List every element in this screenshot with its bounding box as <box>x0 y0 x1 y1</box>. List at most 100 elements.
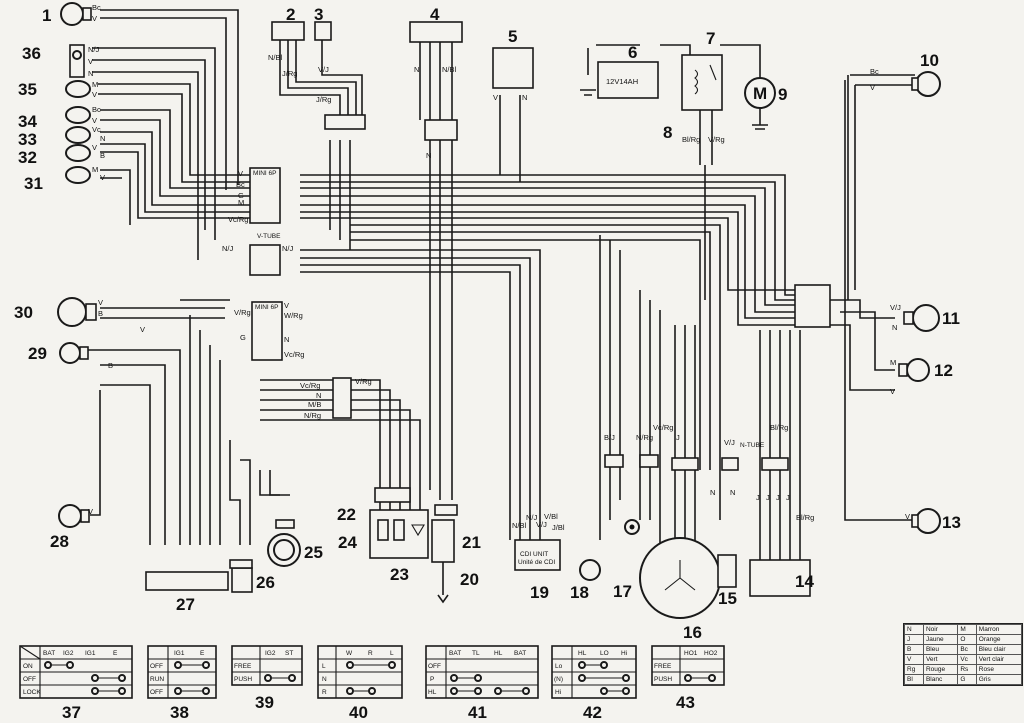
legend-color: Rose <box>975 664 1023 675</box>
sw37-row: OFF <box>23 676 36 683</box>
switch-table-39: IG2 ST FREE PUSH <box>231 645 303 686</box>
number-29: 29 <box>28 344 47 363</box>
wire-tag: M <box>92 165 98 174</box>
number-19: 19 <box>530 583 549 602</box>
lamp-35 <box>65 80 91 98</box>
number-10: 10 <box>920 51 939 70</box>
switch-4 <box>409 21 463 43</box>
legend-color: Vert <box>922 654 959 665</box>
legend-color: Gris <box>975 674 1023 685</box>
connector-vtube: V-TUBE <box>249 233 281 276</box>
legend-code: N <box>904 624 924 635</box>
number-42: 42 <box>583 703 602 722</box>
number-5: 5 <box>508 27 517 46</box>
number-30: 30 <box>14 303 33 322</box>
number-31: 31 <box>24 174 43 193</box>
battery-6: 12V14AH <box>597 61 659 99</box>
switch-table-37: BAT IG2 IG1 E ON OFF LOCK <box>19 645 133 699</box>
wire-tag: N <box>522 93 527 102</box>
lamp-33 <box>65 126 91 144</box>
sw41-col: BAT <box>514 650 526 657</box>
sw39-col: ST <box>285 650 293 657</box>
connector-mini6p-b: MINI 6P <box>251 301 283 361</box>
block-21 <box>431 519 455 604</box>
switch-table-42: HL LO Hi Lo (N) Hi <box>551 645 637 699</box>
sw37-row: ON <box>23 663 33 670</box>
sw37-row: LOCK <box>23 689 41 696</box>
number-1: 1 <box>42 6 51 25</box>
legend-color: Marron <box>975 624 1023 635</box>
sw43-col: HO2 <box>704 650 718 657</box>
wire-tag: J <box>776 493 780 502</box>
wire-tag: V/J <box>536 520 547 529</box>
number-40: 40 <box>349 703 368 722</box>
number-32: 32 <box>18 148 37 167</box>
wire-tag: J/Rg <box>282 69 297 78</box>
number-20: 20 <box>460 570 479 589</box>
number-4: 4 <box>430 5 440 24</box>
number-9: 9 <box>778 85 787 104</box>
number-14: 14 <box>795 572 814 591</box>
sw41-col: HL <box>494 650 503 657</box>
wire-tag: M <box>92 80 98 89</box>
wire-tag: N <box>892 323 897 332</box>
legend-code: Bl <box>904 674 924 685</box>
sw37-col: IG2 <box>63 650 74 657</box>
connector-top-mid <box>324 114 366 130</box>
wire-tag: N/J <box>282 244 294 253</box>
connector-a-label: MINI 6P <box>253 170 276 177</box>
number-35: 35 <box>18 80 37 99</box>
number-2: 2 <box>286 5 295 24</box>
generator-16 <box>639 537 721 619</box>
wire-tag: Bl/Rg <box>770 423 788 432</box>
wire-tag: B <box>108 361 113 370</box>
sw40-col: L <box>390 650 394 657</box>
wire-tag: N <box>100 134 105 143</box>
wire-tag: M <box>890 358 896 367</box>
wire-tag: W/Rg <box>284 311 303 320</box>
wire-tag: V/J <box>724 438 735 447</box>
sw43-row: PUSH <box>654 676 672 683</box>
wire-tag: N/Bl <box>512 521 527 530</box>
block-14 <box>749 559 811 597</box>
sw41-col: TL <box>472 650 480 657</box>
connector-mini6p-c <box>332 377 352 419</box>
wire-tag: V <box>493 93 498 102</box>
vtube-label: V-TUBE <box>257 233 281 240</box>
number-25: 25 <box>304 543 323 562</box>
wire-tag: V <box>238 169 243 178</box>
number-38: 38 <box>170 703 189 722</box>
wire-tag: M <box>238 198 244 207</box>
number-34: 34 <box>18 112 37 131</box>
legend-code: Rg <box>904 664 924 675</box>
sw38-row: OFF <box>150 689 163 696</box>
wire-tag: V/Rg <box>234 308 251 317</box>
legend-color: Bleu <box>922 644 959 655</box>
sw38-row: OFF <box>150 663 163 670</box>
wire-tag: V <box>98 298 103 307</box>
wire-tag: N <box>316 391 321 400</box>
block-15 <box>717 554 737 588</box>
sw39-row: PUSH <box>234 676 252 683</box>
wire-tag: J <box>766 493 770 502</box>
number-17: 17 <box>613 582 632 601</box>
sensor-18 <box>579 559 601 581</box>
lamp-30 <box>57 297 97 327</box>
sw37-col: BAT <box>43 650 55 657</box>
wire-tag: N/J <box>526 513 538 522</box>
number-7: 7 <box>706 29 715 48</box>
wire-tag: N/Bl <box>268 53 283 62</box>
wire-tag: J <box>676 433 680 442</box>
sw41-row: P <box>430 676 434 683</box>
connector-mini6p-a: MINI 6P <box>249 167 281 224</box>
wire-tag: N <box>414 65 419 74</box>
switch-table-41: BAT TL HL BAT OFF P HL <box>425 645 539 699</box>
legend-color: Orange <box>975 634 1023 645</box>
wire-tag: M/B <box>308 400 321 409</box>
switch-2 <box>271 21 305 41</box>
legend-color: Blanc <box>922 674 959 685</box>
lamp-32 <box>65 144 91 162</box>
